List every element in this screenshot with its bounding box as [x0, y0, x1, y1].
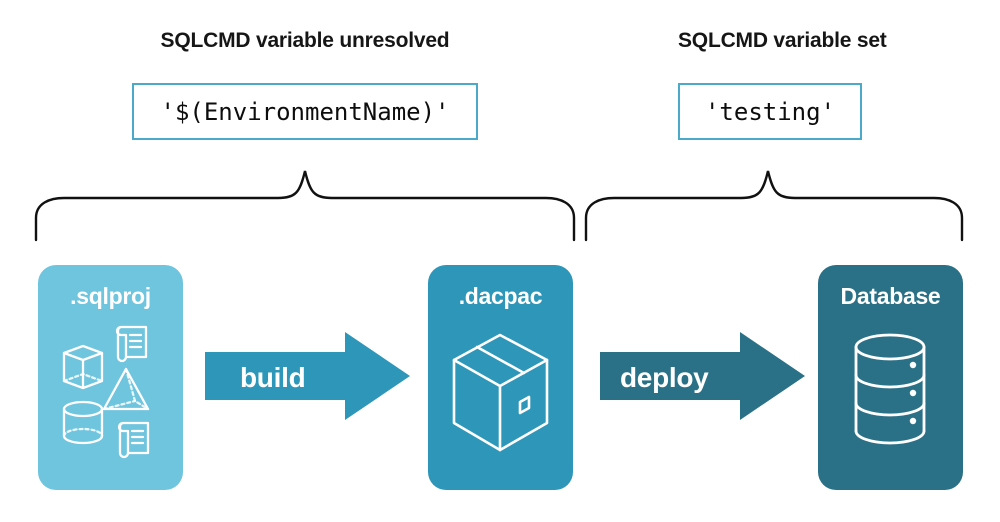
- cylinder-icon: [62, 400, 104, 445]
- stage-label-dacpac: .dacpac: [458, 283, 543, 309]
- arrow-deploy-label: deploy: [620, 362, 709, 393]
- stage-card-dacpac: .dacpac: [428, 265, 573, 490]
- arrow-build: [205, 332, 410, 420]
- database-status-dots: [909, 361, 917, 425]
- brace-unresolved-icon: [34, 170, 576, 242]
- pyramid-icon: [102, 367, 150, 411]
- heading-sqlcmd-variable-unresolved: SQLCMD variable unresolved: [160, 29, 450, 52]
- scroll-icon: [115, 325, 148, 363]
- cube-icon: [62, 344, 104, 390]
- arrow-deploy-shape: [600, 332, 805, 420]
- dacpac-artwork: [452, 333, 549, 452]
- package-box-icon: [452, 333, 549, 452]
- arrow-deploy: [600, 332, 805, 420]
- brace-set-icon: [584, 170, 964, 242]
- code-box-testing: 'testing': [678, 83, 862, 140]
- database-artwork: [854, 333, 926, 445]
- stage-label-sqlproj: .sqlproj: [70, 283, 151, 309]
- arrow-build-label: build: [240, 362, 306, 393]
- stage-card-sqlproj: .sqlproj: [38, 265, 183, 490]
- database-cylinder-icon: [854, 333, 926, 445]
- arrow-build-shape: [205, 332, 410, 420]
- stage-card-database: Database: [818, 265, 963, 490]
- scroll-icon: [117, 421, 150, 459]
- sqlproj-artwork: [62, 325, 150, 459]
- heading-sqlcmd-variable-set: SQLCMD variable set: [678, 29, 887, 52]
- brace-connectors: [34, 170, 964, 242]
- code-box-environment-name: '$(EnvironmentName)': [132, 83, 478, 140]
- stage-label-database: Database: [840, 283, 941, 309]
